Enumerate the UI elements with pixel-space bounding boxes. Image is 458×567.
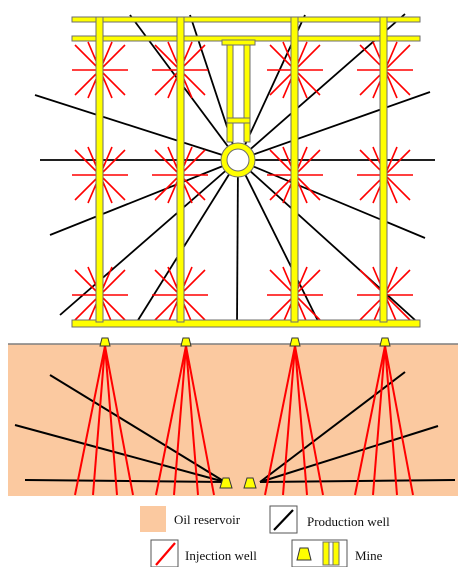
production-well-line [24, 479, 226, 483]
mine-shaft-inner [226, 148, 250, 172]
legend-production-well-label: Production well [307, 514, 390, 529]
production-well-line [34, 94, 239, 161]
mine-roadway [221, 39, 256, 46]
mine-roadway [71, 319, 421, 328]
injection-well-line [384, 345, 414, 496]
plan-mine-roadways [71, 16, 421, 328]
injection-well-line [372, 345, 386, 496]
legend-mine-chamber-icon [296, 547, 312, 561]
injection-well-line [104, 345, 134, 496]
injection-well-line [155, 345, 187, 496]
legend-injection-well-swatch [150, 539, 179, 567]
production-well-line [236, 159, 239, 326]
injection-well-line [294, 345, 324, 496]
mine-chamber [219, 477, 233, 489]
legend: Oil reservoir Production well Injection … [140, 505, 390, 567]
injection-well-line [282, 345, 296, 496]
legend-injection-well-label: Injection well [185, 548, 257, 563]
production-well-line [237, 159, 321, 326]
legend-mine-roadway-core [328, 541, 334, 566]
legend-production-well-swatch [269, 505, 298, 534]
mine-roadway [176, 16, 185, 323]
production-well-line [49, 159, 239, 236]
legend-mine-swatch [291, 539, 348, 567]
legend-oil-reservoir-swatch [140, 506, 166, 532]
wellhead-marker [180, 337, 192, 347]
wellhead-marker [289, 337, 301, 347]
injection-well-line [92, 345, 106, 496]
mine-chamber [243, 477, 257, 489]
injection-well-line [264, 345, 296, 496]
injection-well-line [104, 345, 118, 496]
section-view [8, 337, 458, 496]
production-well-line [237, 91, 431, 161]
production-well-line [259, 425, 439, 483]
injection-well-line [354, 345, 386, 496]
wellhead-marker [379, 337, 391, 347]
mine-roadway [71, 16, 421, 23]
mine-roadway [226, 117, 251, 124]
legend-mine-label: Mine [355, 548, 383, 563]
mine-roadway [290, 16, 299, 323]
injection-well-line [185, 345, 215, 496]
plan-view [34, 13, 435, 328]
plan-production-wells [34, 13, 435, 326]
injection-well-line [294, 345, 308, 496]
legend-oil-reservoir-label: Oil reservoir [174, 512, 241, 527]
mine-roadway [243, 41, 251, 143]
injection-well-line [74, 345, 106, 496]
injection-well-line [173, 345, 187, 496]
injection-well-line [185, 345, 199, 496]
injection-well-line [384, 345, 398, 496]
mine-roadway [95, 16, 104, 323]
mine-roadway [379, 16, 388, 323]
production-well-line [59, 159, 239, 316]
production-well-line [134, 159, 239, 326]
production-well-line [237, 159, 426, 239]
production-well-line [14, 424, 226, 483]
mine-roadway [226, 41, 234, 143]
plan-injection-wells [72, 41, 413, 324]
wellhead-marker [99, 337, 111, 347]
